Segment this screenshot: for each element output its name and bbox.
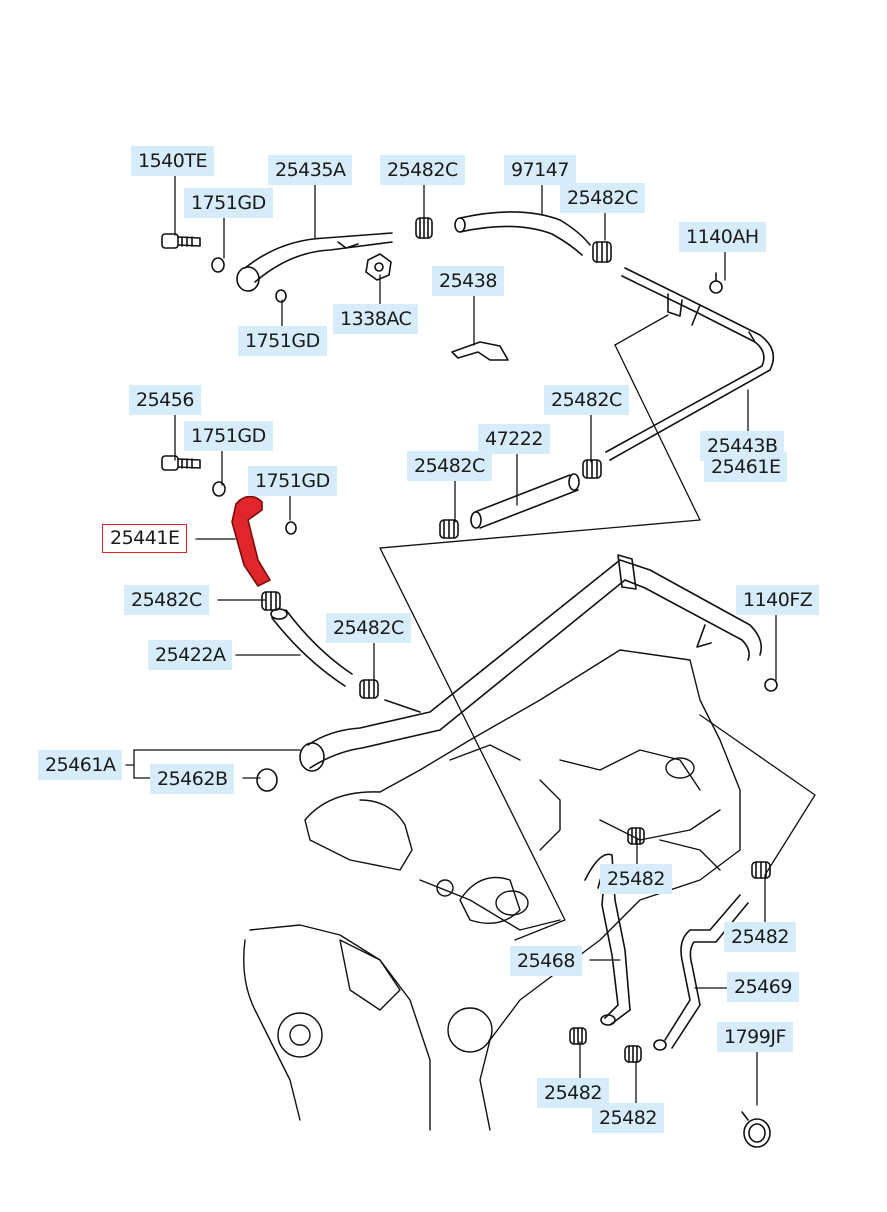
part-label-25469[interactable]: 25469 [727, 972, 799, 1002]
pipe-25443b [605, 267, 775, 461]
clamp-25482c-e [261, 591, 281, 611]
clamp-25482c-b [592, 241, 612, 263]
part-label-25482c-b[interactable]: 25482C [560, 183, 645, 213]
part-label-97147[interactable]: 97147 [504, 155, 576, 185]
hose-47222 [470, 473, 580, 529]
part-label-1540te[interactable]: 1540TE [131, 146, 214, 176]
part-label-1338ac[interactable]: 1338AC [333, 304, 419, 334]
clamp-25482-b [751, 861, 771, 879]
part-label-25438[interactable]: 25438 [432, 266, 504, 296]
part-label-1751gd-a[interactable]: 1751GD [184, 188, 273, 218]
part-label-25461a[interactable]: 25461A [38, 750, 123, 780]
clamp-25482-a [627, 827, 645, 845]
hose-97147 [454, 211, 591, 256]
hose-25422a [270, 608, 353, 687]
hose-25469 [653, 894, 749, 1051]
part-label-1799jf[interactable]: 1799JF [717, 1022, 793, 1052]
part-label-25482c-f[interactable]: 25482C [326, 613, 411, 643]
water-pipe-25461a [299, 554, 763, 772]
part-label-25482-a[interactable]: 25482 [600, 864, 672, 894]
part-label-25461e[interactable]: 25461E [704, 452, 788, 482]
pipe-25441e-highlighted[interactable] [231, 495, 271, 587]
part-label-25456[interactable]: 25456 [129, 385, 201, 415]
part-label-25482c-a[interactable]: 25482C [380, 155, 465, 185]
bolt-1140fz [764, 678, 778, 692]
part-label-47222[interactable]: 47222 [478, 424, 550, 454]
part-label-25482c-c[interactable]: 25482C [544, 385, 629, 415]
part-label-25435a[interactable]: 25435A [268, 155, 353, 185]
part-label-25462b[interactable]: 25462B [150, 764, 235, 794]
bolt-1540te [161, 233, 201, 249]
part-label-1140ah[interactable]: 1140AH [679, 222, 766, 252]
clip-1799jf [741, 1111, 771, 1148]
part-label-1140fz[interactable]: 1140FZ [736, 585, 820, 615]
clamp-25482-d [624, 1045, 642, 1063]
o-ring-1751gd-c [212, 481, 226, 497]
o-ring-1751gd-d [285, 521, 297, 535]
bolt-1140ah [709, 272, 723, 294]
gasket-25462b [256, 768, 278, 792]
clamp-25482c-c [582, 459, 602, 479]
part-label-25482c-d[interactable]: 25482C [407, 451, 492, 481]
bracket-25438 [451, 341, 509, 361]
nut-1338ac [365, 253, 392, 281]
part-label-25468[interactable]: 25468 [510, 946, 582, 976]
o-ring-1751gd-a [211, 257, 225, 273]
engine-block [243, 649, 741, 1131]
clamp-25482-c [569, 1027, 587, 1045]
hose-25435a [236, 232, 393, 292]
part-label-25482-b[interactable]: 25482 [724, 922, 796, 952]
clamp-25482c-a [415, 217, 433, 239]
part-label-25482c-e[interactable]: 25482C [124, 585, 209, 615]
clamp-25482c-f [359, 679, 379, 699]
part-label-25441e-selected[interactable]: 25441E [102, 524, 188, 553]
part-label-1751gd-c[interactable]: 1751GD [184, 421, 273, 451]
part-label-25482-d[interactable]: 25482 [592, 1103, 664, 1133]
part-label-25422a[interactable]: 25422A [148, 640, 233, 670]
part-label-1751gd-d[interactable]: 1751GD [248, 466, 337, 496]
bolt-25456 [161, 455, 201, 471]
leader-lines [125, 174, 816, 1106]
o-ring-1751gd-b [275, 289, 287, 303]
part-label-1751gd-b[interactable]: 1751GD [238, 326, 327, 356]
clamp-25482c-d [439, 519, 459, 539]
